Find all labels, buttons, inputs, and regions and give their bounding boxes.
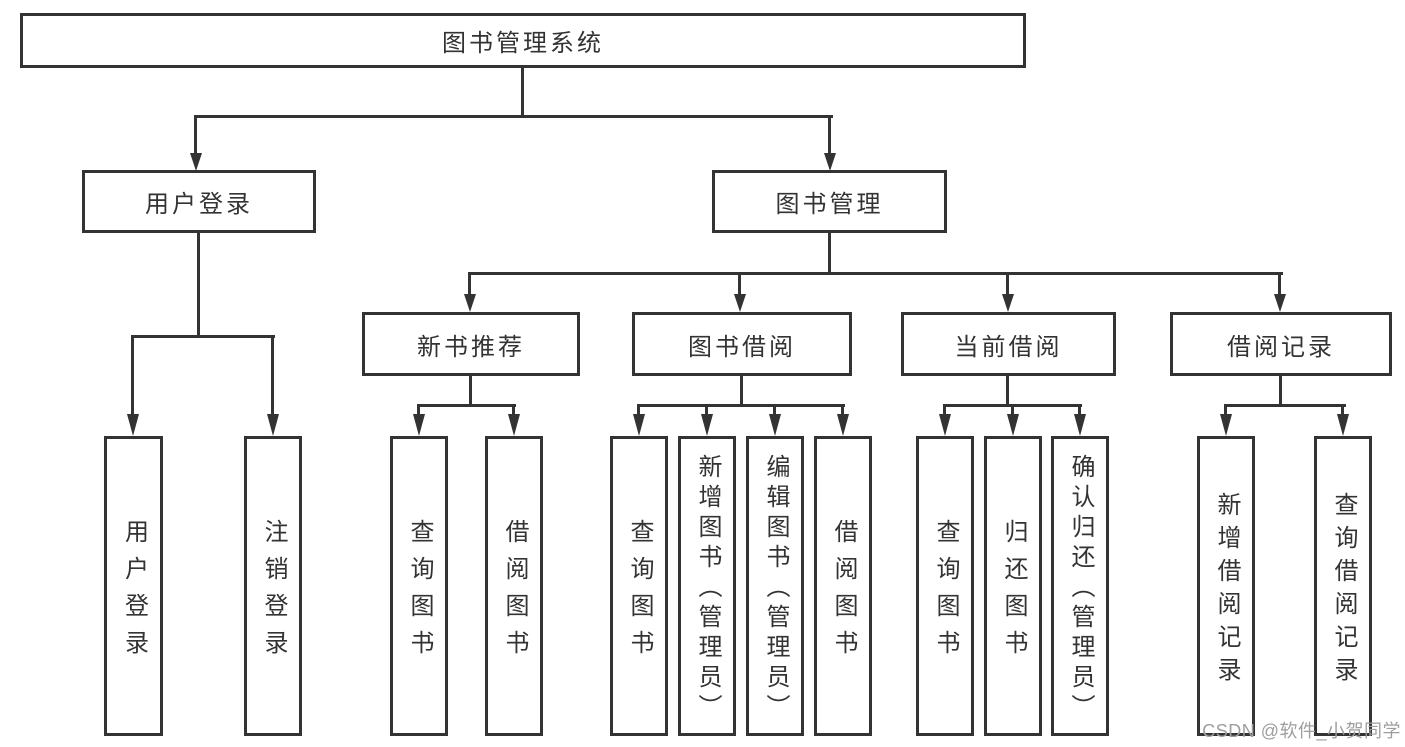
connector-line (197, 233, 200, 337)
arrowhead-down-icon (939, 414, 951, 436)
leaf-add-borrow-record: 新增借阅记录 (1197, 436, 1255, 736)
connector-line (637, 404, 640, 416)
leaf-add-book-admin-label: 新增图书（管理员） (694, 454, 721, 724)
node-library-system: 图书管理系统 (20, 13, 1026, 68)
leaf-query-book-current-label: 查询图书 (932, 518, 959, 667)
arrowhead-down-icon (267, 414, 279, 436)
arrowhead-down-icon (1007, 414, 1019, 436)
node-book-management-label: 图书管理 (775, 191, 884, 218)
connector-line (1224, 404, 1227, 416)
connector-line (1006, 272, 1009, 294)
leaf-logout: 注销登录 (244, 436, 302, 736)
leaf-borrow-book-recommend-label: 借阅图书 (501, 518, 528, 667)
connector-line (131, 335, 134, 416)
leaf-confirm-return-admin: 确认归还（管理员） (1051, 436, 1109, 736)
arrowhead-down-icon (1002, 294, 1014, 312)
csdn-watermark: CSDN @软件_小贺同学 (1202, 721, 1401, 741)
leaf-return-book-label: 归还图书 (1000, 518, 1027, 667)
node-borrow-records: 借阅记录 (1170, 312, 1392, 376)
connector-line (521, 68, 524, 118)
connector-line (131, 335, 275, 338)
arrowhead-down-icon (127, 414, 139, 436)
arrowhead-down-icon (1220, 414, 1232, 436)
connector-line (1278, 272, 1281, 294)
connector-line (1011, 404, 1014, 416)
leaf-query-book-current: 查询图书 (916, 436, 974, 736)
connector-line (469, 376, 472, 407)
node-book-borrow: 图书借阅 (632, 312, 852, 376)
connector-line (512, 404, 515, 416)
arrowhead-down-icon (1337, 414, 1349, 436)
connector-line (738, 272, 741, 294)
arrowhead-down-icon (508, 414, 520, 436)
arrowhead-down-icon (1274, 294, 1286, 312)
connector-line (773, 404, 776, 416)
node-borrow-records-label: 借阅记录 (1227, 333, 1335, 361)
connector-line (271, 335, 274, 416)
node-current-borrow-label: 当前借阅 (954, 333, 1063, 361)
leaf-add-borrow-record-label: 新增借阅记录 (1213, 491, 1240, 690)
leaf-borrow-book-label: 借阅图书 (830, 518, 857, 667)
connector-line (195, 115, 833, 118)
connector-line (1006, 376, 1009, 407)
leaf-borrow-book-recommend: 借阅图书 (485, 436, 543, 736)
arrowhead-down-icon (633, 414, 645, 436)
arrowhead-down-icon (734, 294, 746, 312)
arrowhead-down-icon (1074, 414, 1086, 436)
leaf-query-borrow-record-label: 查询借阅记录 (1330, 491, 1357, 690)
node-current-borrow: 当前借阅 (901, 312, 1116, 376)
arrowhead-down-icon (413, 414, 425, 436)
connector-line (828, 115, 831, 155)
node-new-book-recommend-label: 新书推荐 (417, 333, 525, 361)
leaf-user-login-label: 用户登录 (120, 518, 148, 667)
connector-line (1341, 404, 1344, 416)
connector-line (828, 233, 831, 274)
connector-line (194, 115, 197, 155)
leaf-query-book-borrow: 查询图书 (610, 436, 668, 736)
leaf-edit-book-admin: 编辑图书（管理员） (746, 436, 804, 736)
node-new-book-recommend: 新书推荐 (362, 312, 580, 376)
arrowhead-down-icon (190, 153, 202, 171)
connector-line (705, 404, 708, 416)
leaf-query-book-recommend: 查询图书 (390, 436, 448, 736)
leaf-confirm-return-admin-label: 确认归还（管理员） (1067, 454, 1094, 724)
leaf-logout-label: 注销登录 (260, 518, 287, 667)
node-user-login-label: 用户登录 (145, 191, 253, 218)
connector-line (637, 404, 845, 407)
connector-line (417, 404, 516, 407)
connector-line (468, 272, 1283, 275)
leaf-add-book-admin: 新增图书（管理员） (678, 436, 736, 736)
leaf-query-borrow-record: 查询借阅记录 (1314, 436, 1372, 736)
leaf-borrow-book: 借阅图书 (814, 436, 872, 736)
node-book-borrow-label: 图书借阅 (688, 333, 796, 361)
connector-line (1224, 404, 1346, 407)
arrowhead-down-icon (769, 414, 781, 436)
connector-line (417, 404, 420, 416)
leaf-return-book: 归还图书 (984, 436, 1042, 736)
leaf-user-login: 用户登录 (104, 436, 163, 736)
leaf-query-book-borrow-label: 查询图书 (626, 518, 653, 667)
arrowhead-down-icon (824, 153, 836, 171)
node-library-system-label: 图书管理系统 (442, 30, 604, 57)
node-user-login: 用户登录 (82, 170, 316, 233)
leaf-edit-book-admin-label: 编辑图书（管理员） (762, 454, 789, 724)
node-book-management: 图书管理 (712, 170, 947, 233)
connector-line (468, 272, 471, 294)
connector-line (943, 404, 946, 416)
leaf-query-book-recommend-label: 查询图书 (406, 518, 433, 667)
connector-line (841, 404, 844, 416)
arrowhead-down-icon (837, 414, 849, 436)
connector-line (1078, 404, 1081, 416)
connector-line (1279, 376, 1282, 407)
connector-line (740, 376, 743, 407)
arrowhead-down-icon (701, 414, 713, 436)
arrowhead-down-icon (464, 294, 476, 312)
